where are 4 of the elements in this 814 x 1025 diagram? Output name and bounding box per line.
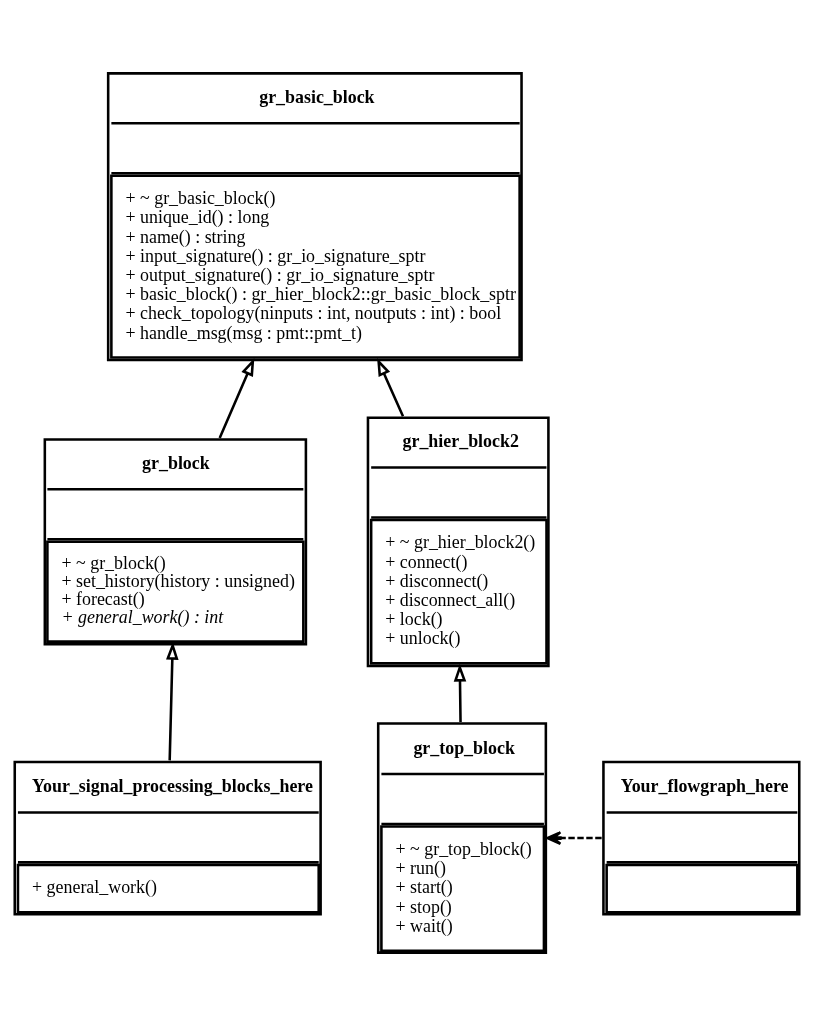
arrow [377, 357, 405, 417]
arrow [218, 357, 255, 439]
arrow [546, 830, 602, 845]
arrow [453, 663, 467, 722]
